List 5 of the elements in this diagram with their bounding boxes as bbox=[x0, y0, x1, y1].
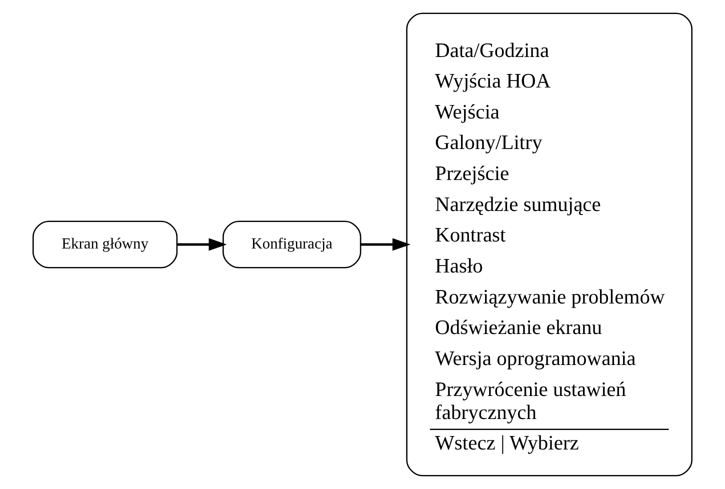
arrow bbox=[177, 238, 227, 251]
arrow bbox=[360, 238, 410, 251]
node-box: Konfiguracja bbox=[222, 220, 362, 268]
node-box: Data/Godzina Wyjścia HOA Wejścia Galony/Litry Przejście Narzędzie sumujące Kontrast Hasło Rozwiązywanie problemów Odświeżanie ekranu Wersja oprogramowania Przywrócenie ustawień fabrycznych Wstecz | Wybierz bbox=[406, 12, 692, 476]
node-box: Ekran główny bbox=[32, 220, 178, 268]
